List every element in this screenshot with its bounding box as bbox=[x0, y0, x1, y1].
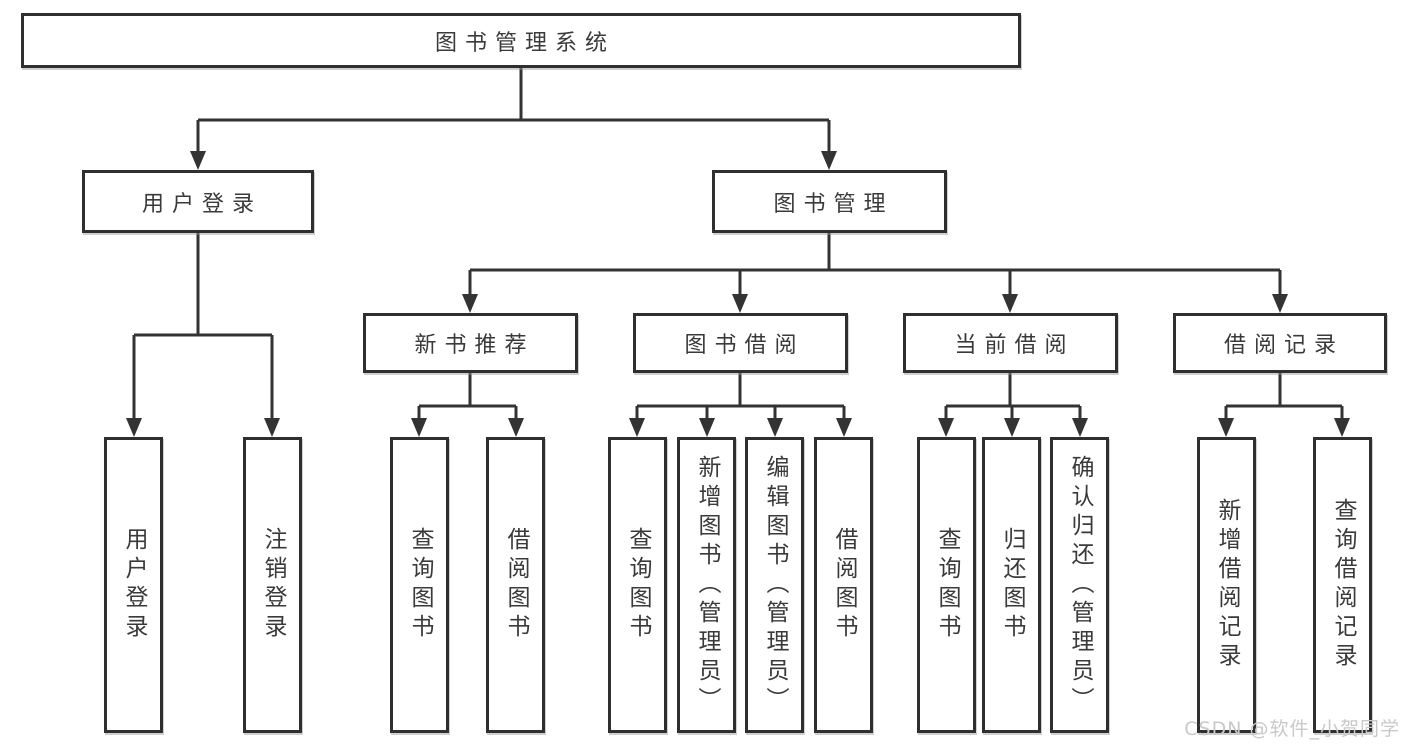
node-current-borrowing: 当前借阅 bbox=[903, 313, 1118, 373]
node-book-borrowing: 图书借阅 bbox=[633, 313, 848, 373]
node-user-login-branch: 用户登录 bbox=[82, 170, 314, 233]
connector-book-mgmt-branch bbox=[468, 233, 1282, 300]
node-library-management-system: 图书管理系统 bbox=[21, 13, 1021, 68]
leaf-current-query-books: 查询图书 bbox=[917, 437, 976, 733]
leaf-current-return-books: 归还图书 bbox=[982, 437, 1041, 733]
node-new-book-recommendation: 新书推荐 bbox=[363, 313, 578, 373]
leaf-records-query-borrow-record: 查询借阅记录 bbox=[1313, 437, 1372, 733]
node-book-management-branch: 图书管理 bbox=[712, 170, 947, 233]
leaf-borrowing-borrow-books: 借阅图书 bbox=[814, 437, 873, 733]
leaf-borrowing-add-books-admin: 新增图书（管理员） bbox=[677, 437, 736, 733]
connector-current-borrow-branch bbox=[944, 373, 1082, 424]
connector-user-login-branch bbox=[132, 233, 274, 424]
leaf-records-add-borrow-record: 新增借阅记录 bbox=[1197, 437, 1256, 733]
leaf-borrowing-query-books: 查询图书 bbox=[608, 437, 667, 733]
leaf-logout: 注销登录 bbox=[243, 437, 302, 733]
leaf-newbook-query-books: 查询图书 bbox=[390, 437, 449, 733]
leaf-borrowing-edit-books-admin: 编辑图书（管理员） bbox=[745, 437, 804, 733]
leaf-user-login: 用户登录 bbox=[104, 437, 163, 733]
connector-new-book-branch bbox=[417, 373, 518, 424]
leaf-current-confirm-return-admin: 确认归还（管理员） bbox=[1050, 437, 1109, 733]
connector-borrow-record-branch bbox=[1224, 373, 1344, 424]
leaf-newbook-borrow-books: 借阅图书 bbox=[486, 437, 545, 733]
node-borrowing-records: 借阅记录 bbox=[1173, 313, 1387, 373]
connector-book-borrow-branch bbox=[635, 373, 846, 424]
connector-root-branch bbox=[196, 68, 831, 156]
